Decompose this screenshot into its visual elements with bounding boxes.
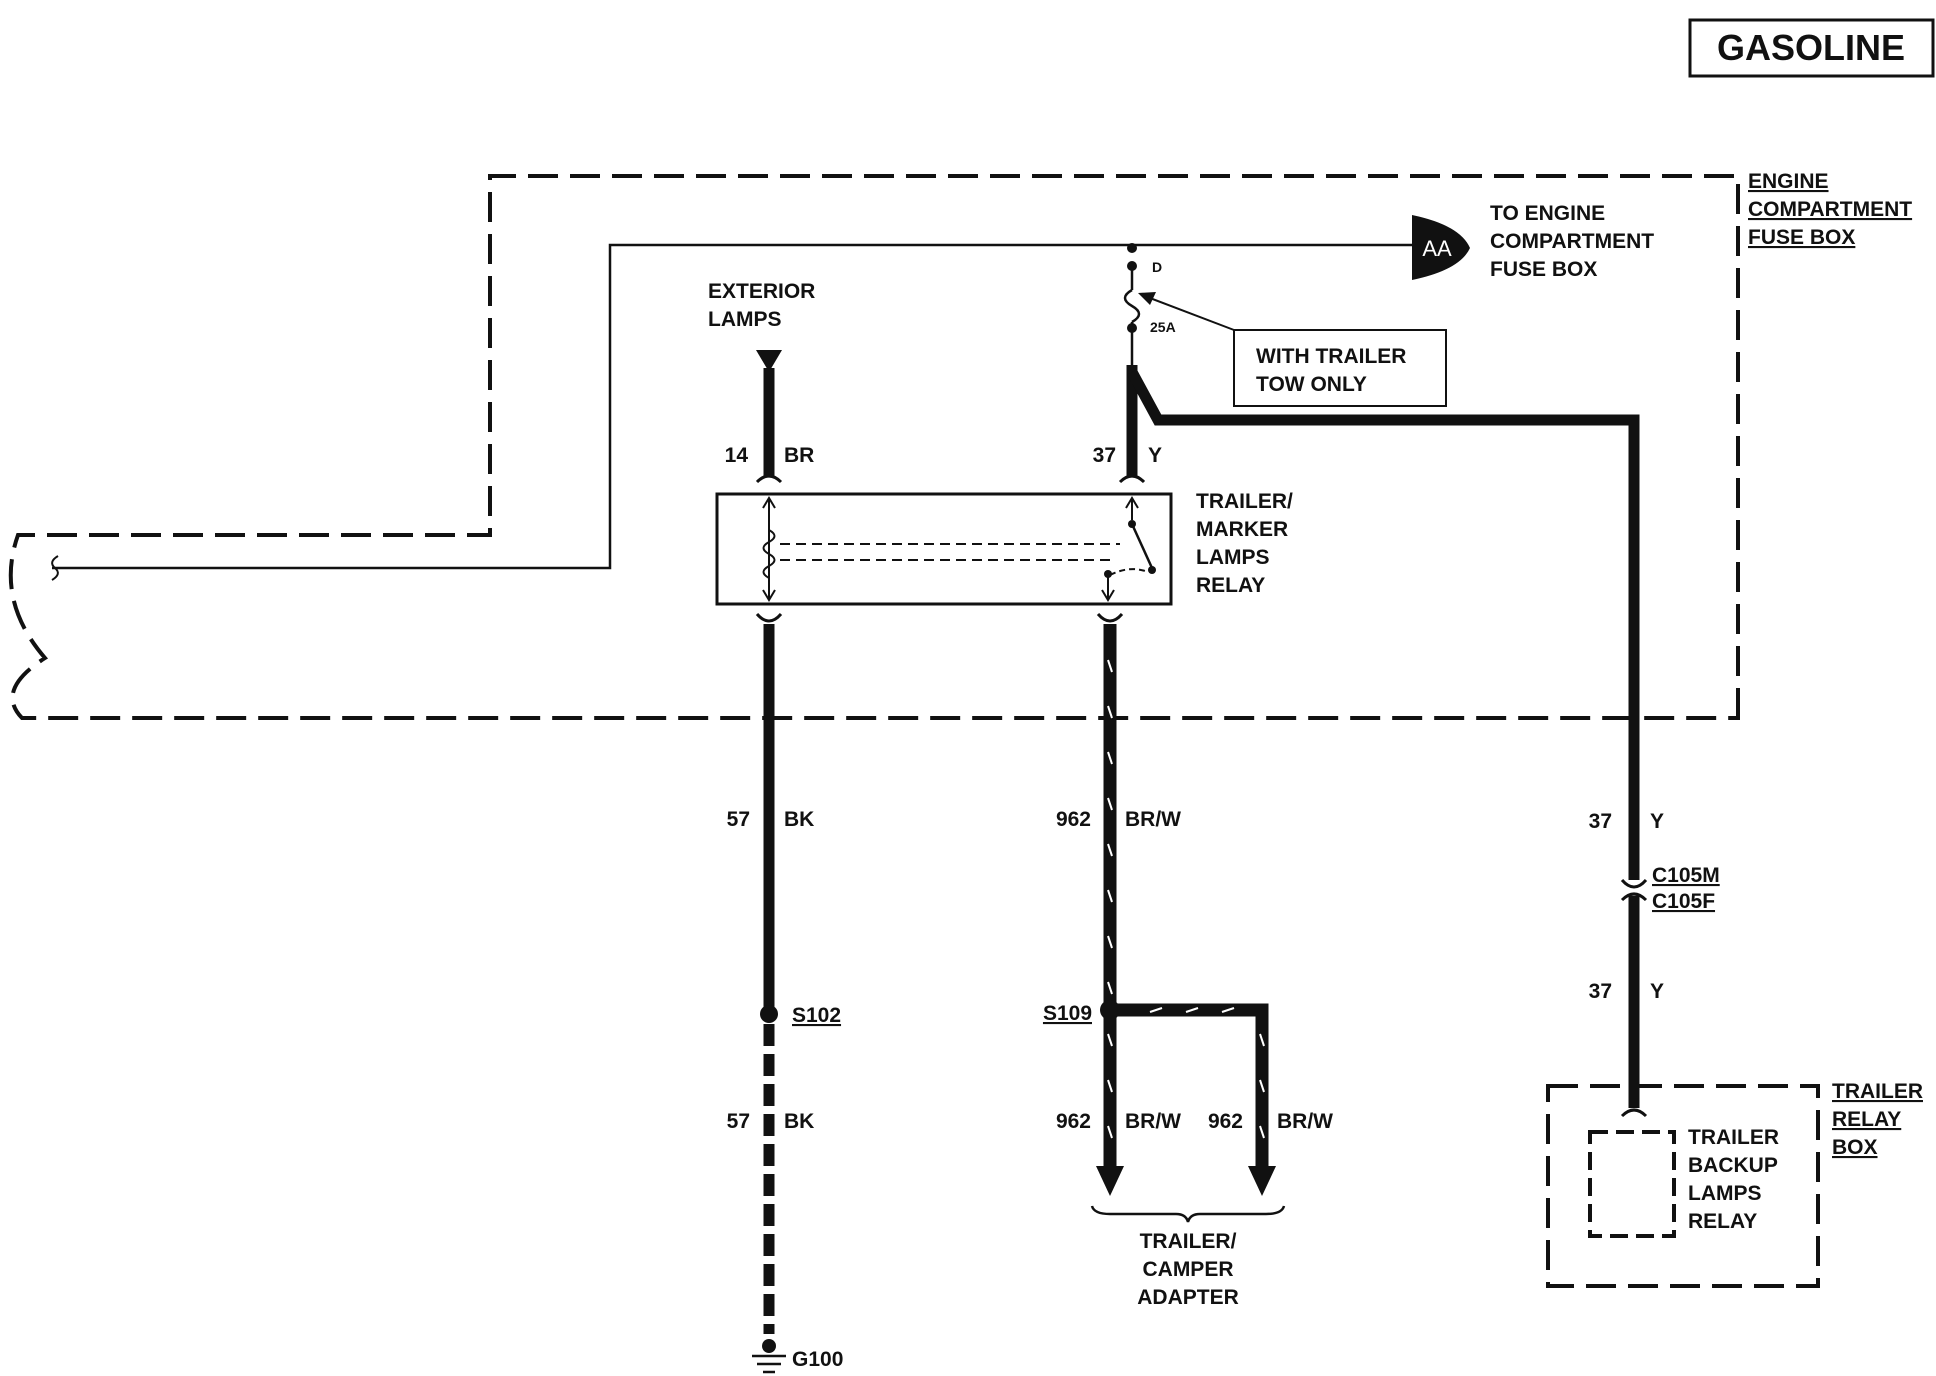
gasoline-badge-label: GASOLINE bbox=[1717, 27, 1905, 68]
exterior-lamps-label: EXTERIOR LAMPS bbox=[708, 280, 815, 331]
wire-37-branch bbox=[1127, 369, 1640, 880]
ground-icon bbox=[752, 1339, 786, 1374]
wire-57-upper-circuit: 57 bbox=[727, 808, 750, 831]
feed-wire-end-mark bbox=[51, 555, 59, 581]
splice-s102-dot bbox=[760, 1005, 778, 1023]
fuse-pin-label: D bbox=[1152, 259, 1162, 275]
svg-text:EXTERIOR: EXTERIOR bbox=[708, 280, 815, 303]
svg-text:MARKER: MARKER bbox=[1196, 518, 1288, 541]
svg-text:TRAILER: TRAILER bbox=[1832, 1080, 1923, 1103]
svg-text:AA: AA bbox=[1422, 236, 1452, 261]
wire-37-top-circuit: 37 bbox=[1093, 444, 1116, 467]
wire-14-circuit: 14 bbox=[725, 444, 749, 467]
svg-text:COMPARTMENT: COMPARTMENT bbox=[1748, 198, 1912, 221]
svg-text:RELAY: RELAY bbox=[1688, 1210, 1757, 1233]
backup-relay-terminal bbox=[1620, 1108, 1648, 1118]
wire-962-right-arrow-icon bbox=[1248, 1166, 1276, 1196]
svg-text:BOX: BOX bbox=[1832, 1136, 1878, 1159]
trailer-tow-note: WITH TRAILER TOW ONLY bbox=[1138, 292, 1447, 407]
wire-962-lower-right-circuit: 962 bbox=[1208, 1110, 1243, 1133]
wire-962-left-arrow-icon bbox=[1096, 1166, 1124, 1196]
svg-text:BACKUP: BACKUP bbox=[1688, 1154, 1778, 1177]
backup-relay-label: TRAILER BACKUP LAMPS RELAY bbox=[1688, 1126, 1779, 1233]
fuse-25a: D 25A bbox=[1123, 243, 1176, 365]
marker-lamps-relay bbox=[715, 492, 1173, 606]
svg-text:WITH TRAILER: WITH TRAILER bbox=[1256, 345, 1406, 368]
wire-14-terminal bbox=[755, 474, 783, 484]
exterior-lamps-arrow-icon bbox=[756, 350, 782, 372]
svg-text:TRAILER/: TRAILER/ bbox=[1196, 490, 1293, 513]
engine-fuse-box-outline bbox=[8, 174, 1740, 720]
wire-962-lower-left-color: BR/W bbox=[1125, 1110, 1181, 1133]
wire-37-right-lower-circuit: 37 bbox=[1589, 980, 1612, 1003]
wire-37-right-upper-color: Y bbox=[1650, 810, 1664, 833]
wire-57-lower-circuit: 57 bbox=[727, 1110, 750, 1133]
trailer-relay-box-outline bbox=[1546, 1084, 1820, 1288]
wire-962-upper-color: BR/W bbox=[1125, 808, 1181, 831]
svg-text:TRAILER: TRAILER bbox=[1688, 1126, 1779, 1149]
svg-text:CAMPER: CAMPER bbox=[1142, 1258, 1233, 1281]
svg-text:FUSE BOX: FUSE BOX bbox=[1748, 226, 1855, 249]
svg-text:ADAPTER: ADAPTER bbox=[1137, 1286, 1239, 1309]
svg-text:TOW ONLY: TOW ONLY bbox=[1256, 373, 1367, 396]
to-engine-label: TO ENGINE COMPARTMENT FUSE BOX bbox=[1490, 202, 1654, 281]
fuse-rating-label: 25A bbox=[1150, 319, 1176, 335]
svg-text:LAMPS: LAMPS bbox=[708, 308, 782, 331]
svg-text:LAMPS: LAMPS bbox=[1688, 1182, 1762, 1205]
engine-fuse-box-label: ENGINE COMPARTMENT FUSE BOX bbox=[1748, 170, 1912, 249]
svg-text:RELAY: RELAY bbox=[1832, 1108, 1901, 1131]
gasoline-badge: GASOLINE bbox=[1688, 18, 1935, 78]
wire-962-upper-stripes bbox=[1107, 659, 1113, 995]
wire-37-right-lower-color: Y bbox=[1650, 980, 1664, 1003]
splice-s109-label: S109 bbox=[1043, 1002, 1092, 1025]
wire-37-top-color: Y bbox=[1148, 444, 1162, 467]
ground-label: G100 bbox=[792, 1348, 843, 1371]
wire-57-upper-color: BK bbox=[784, 808, 814, 831]
svg-text:COMPARTMENT: COMPARTMENT bbox=[1490, 230, 1654, 253]
svg-text:LAMPS: LAMPS bbox=[1196, 546, 1270, 569]
backup-lamps-relay bbox=[1588, 1130, 1676, 1238]
wire-962-lower-right-color: BR/W bbox=[1277, 1110, 1333, 1133]
svg-text:RELAY: RELAY bbox=[1196, 574, 1265, 597]
connector-c105m-label: C105M bbox=[1652, 864, 1720, 887]
marker-relay-label: TRAILER/ MARKER LAMPS RELAY bbox=[1196, 490, 1293, 597]
wire-37-right-upper-circuit: 37 bbox=[1589, 810, 1612, 833]
connector-aa-icon: AA bbox=[1412, 215, 1470, 280]
svg-text:TRAILER/: TRAILER/ bbox=[1140, 1230, 1237, 1253]
wire-962-lower-right bbox=[1110, 1003, 1269, 1168]
wire-14-color: BR bbox=[784, 444, 814, 467]
adapter-label: TRAILER/ CAMPER ADAPTER bbox=[1137, 1230, 1239, 1309]
wire-57-lower-color: BK bbox=[784, 1110, 814, 1133]
wire-962-lower-stripes bbox=[1107, 1007, 1265, 1139]
trailer-relay-box-label: TRAILER RELAY BOX bbox=[1832, 1080, 1923, 1159]
connector-c105f-label: C105F bbox=[1652, 890, 1715, 913]
svg-text:FUSE BOX: FUSE BOX bbox=[1490, 258, 1597, 281]
wire-962-lower-left-circuit: 962 bbox=[1056, 1110, 1091, 1133]
feed-wire bbox=[52, 243, 1412, 570]
wire-37-terminal bbox=[1118, 474, 1146, 484]
svg-text:ENGINE: ENGINE bbox=[1748, 170, 1829, 193]
wire-962-terminal bbox=[1096, 612, 1124, 623]
adapter-brace bbox=[1090, 1205, 1286, 1223]
wire-962-upper-circuit: 962 bbox=[1056, 808, 1091, 831]
svg-text:TO ENGINE: TO ENGINE bbox=[1490, 202, 1605, 225]
splice-s102-label: S102 bbox=[792, 1004, 841, 1027]
connector-c105 bbox=[1620, 878, 1648, 902]
wire-57-terminal bbox=[755, 612, 783, 623]
